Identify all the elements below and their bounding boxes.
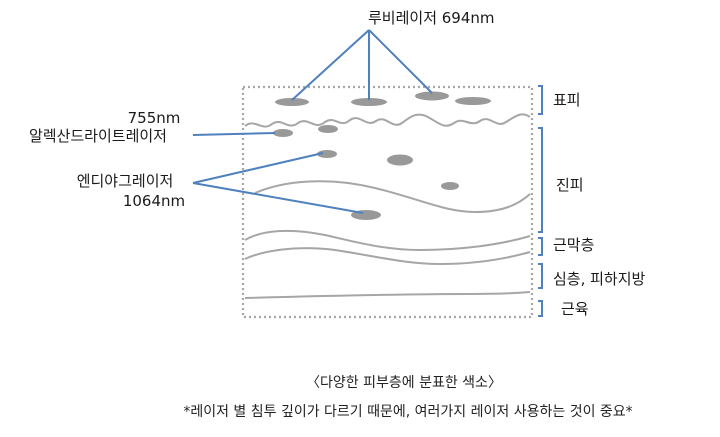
- ndyag-wavelength-label: 1064nm: [123, 192, 185, 210]
- epidermis-wavy-boundary: [244, 113, 531, 128]
- pigment-epidermis-3: [415, 91, 449, 101]
- pigment-upper-dermis-1: [273, 129, 293, 137]
- fascia-label: 근막층: [553, 236, 594, 254]
- pigment-dermis-3: [441, 182, 459, 190]
- ruby-laser-label: 루비레이저 694nm: [368, 9, 495, 27]
- diagram-title: 〈다양한 피부층에 분표한 색소〉: [306, 375, 502, 391]
- muscle-top-line: [244, 291, 531, 299]
- layer-brackets: [538, 85, 543, 317]
- pigment-dermis-1: [317, 150, 337, 158]
- pigment-epidermis-4: [455, 97, 491, 105]
- dermis-label: 진피: [556, 176, 584, 194]
- pigment-upper-dermis-2: [318, 125, 338, 133]
- ruby-laser-pointers: [291, 29, 433, 101]
- pigment-epidermis-1: [275, 98, 309, 106]
- ndyag-pointers: [192, 152, 364, 214]
- ndyag-name-label: 엔디야그레이저: [77, 172, 174, 190]
- alexandrite-pointer: [192, 132, 276, 136]
- epidermis-label: 표피: [553, 91, 581, 109]
- muscle-label: 근육: [561, 300, 589, 318]
- fascia-top-line: [244, 229, 531, 252]
- fascia-bottom-line: [244, 247, 531, 266]
- alexandrite-wavelength-label: 755nm: [128, 109, 181, 127]
- diagram-note: *레이저 별 침투 깊이가 다르기 때문에, 여러가지 레이저 사용하는 것이 …: [183, 404, 633, 420]
- subcutaneous-label: 심층, 피하지방: [553, 270, 646, 288]
- pigment-epidermis-2: [351, 98, 387, 106]
- alexandrite-name-label: 알렉산드라이트레이저: [29, 127, 167, 145]
- pigment-dermis-2: [387, 154, 413, 166]
- dermis-inner-curve: [254, 180, 531, 214]
